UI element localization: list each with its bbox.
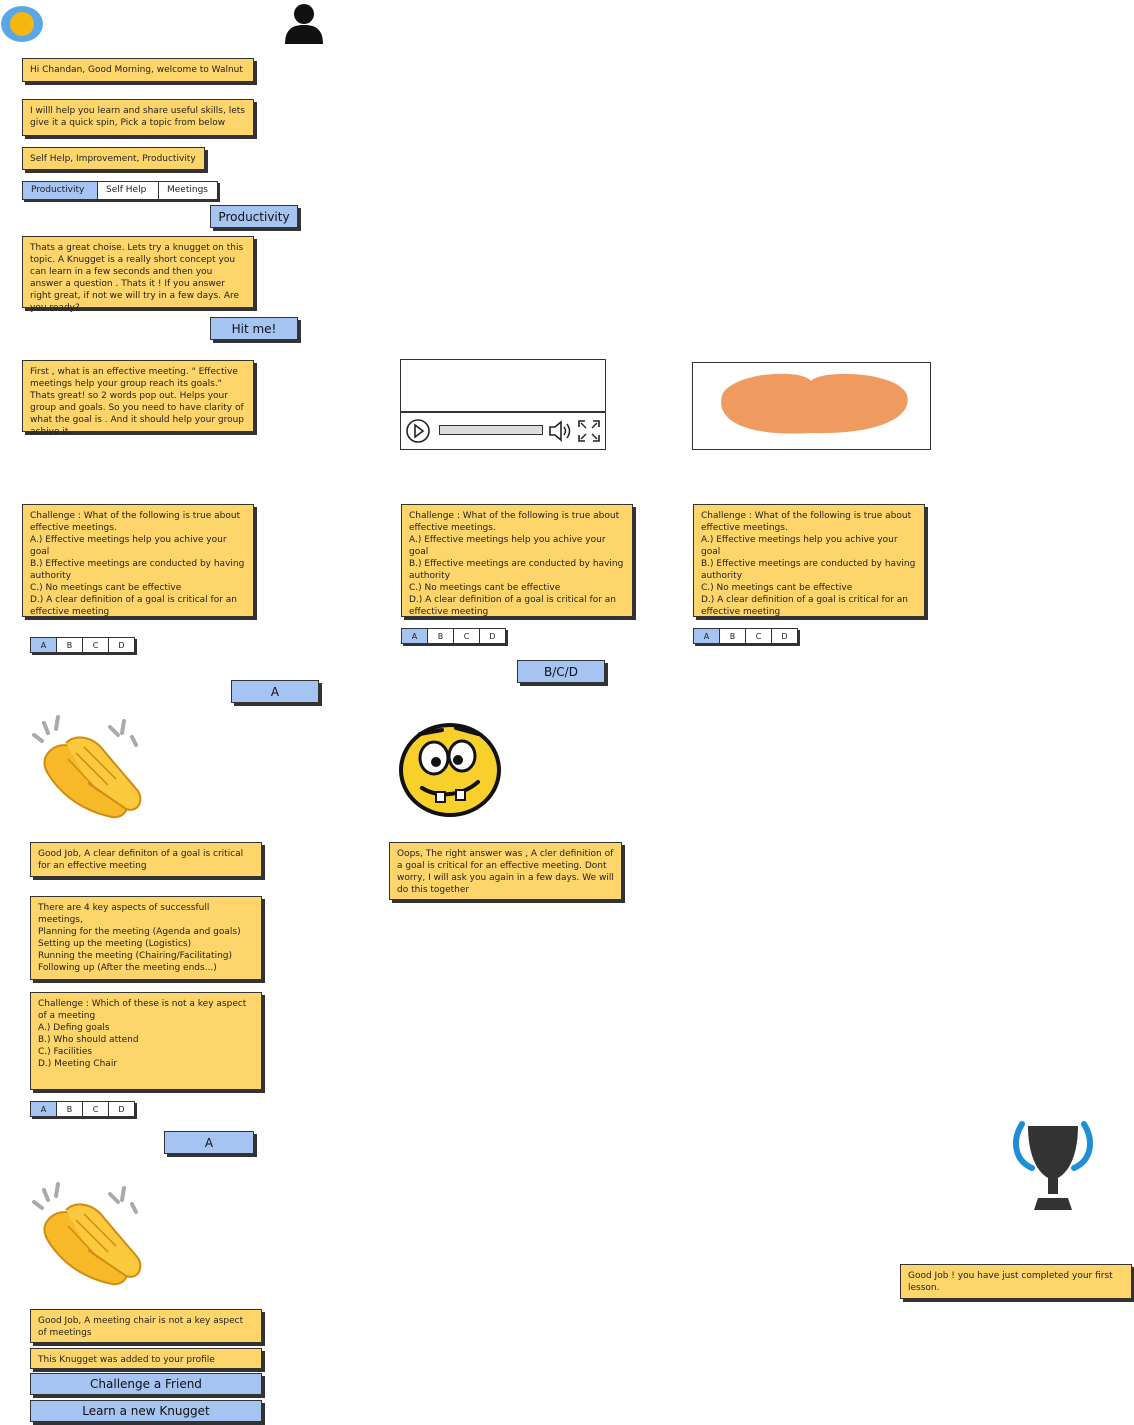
knugget-added-message: This Knugget was added to your profile [30, 1348, 262, 1369]
topic-tabs: Productivity Self Help Meetings [22, 181, 218, 200]
option-b[interactable]: B [720, 629, 746, 643]
user-icon[interactable] [284, 2, 324, 44]
option-d[interactable]: D [118, 1104, 125, 1114]
image-placeholder [692, 362, 931, 450]
option-a[interactable]: A [31, 638, 57, 652]
option-d[interactable]: D [118, 640, 125, 650]
learn-new-knugget-button[interactable]: Learn a new Knugget [30, 1400, 262, 1422]
user-answer-bcd[interactable]: B/C/D [517, 660, 605, 683]
bot-avatar-icon [0, 4, 44, 44]
answer-options: A B C D [30, 637, 135, 653]
option-d[interactable]: D [489, 631, 496, 641]
fullscreen-icon[interactable] [577, 419, 601, 443]
challenge1-message: Challenge : What of the following is tru… [693, 504, 925, 617]
tab-self-help[interactable]: Self Help [98, 182, 159, 199]
clapping-hands-icon [28, 713, 148, 823]
option-c[interactable]: C [746, 629, 772, 643]
option-b[interactable]: B [57, 1102, 83, 1116]
aspects-message: There are 4 key aspects of successfull m… [30, 896, 262, 980]
answer-options: A B C D [401, 628, 506, 644]
answer-options: A B C D [693, 628, 798, 644]
hit-me-button[interactable]: Hit me! [210, 317, 298, 340]
challenge-friend-button[interactable]: Challenge a Friend [30, 1373, 262, 1395]
topics-prompt: Self Help, Improvement, Productivity [22, 147, 205, 170]
challenge1-message: Challenge : What of the following is tru… [401, 504, 633, 617]
challenge1-message: Challenge : What of the following is tru… [22, 504, 254, 617]
option-c[interactable]: C [83, 638, 109, 652]
option-c[interactable]: C [83, 1102, 109, 1116]
knugget-intro-message: Thats a great choise. Lets try a knugget… [22, 236, 254, 313]
tab-productivity[interactable]: Productivity [23, 182, 98, 199]
play-icon[interactable] [405, 418, 431, 444]
concept-message: First , what is an effective meeting. " … [22, 360, 254, 437]
user-answer-a[interactable]: A [231, 680, 319, 703]
oops-message: Oops, The right answer was , A cler defi… [389, 842, 622, 900]
greeting-message: Hi Chandan, Good Morning, welcome to Wal… [22, 58, 254, 82]
user-answer-a-2[interactable]: A [164, 1131, 254, 1154]
option-a[interactable]: A [694, 629, 720, 643]
tab-meetings[interactable]: Meetings [167, 185, 208, 195]
option-d[interactable]: D [781, 631, 788, 641]
confused-face-icon [398, 722, 502, 818]
option-b[interactable]: B [428, 629, 454, 643]
option-c[interactable]: C [454, 629, 480, 643]
challenge2-message: Challenge : Which of these is not a key … [30, 992, 262, 1090]
option-a[interactable]: A [402, 629, 428, 643]
intro-message: I willl help you learn and share useful … [22, 99, 254, 136]
good-job-message-1: Good Job, A clear definiton of a goal is… [30, 842, 262, 877]
lesson-complete-message: Good Job ! you have just completed your … [900, 1264, 1132, 1299]
trophy-icon [1010, 1120, 1096, 1212]
clapping-hands-icon [28, 1180, 148, 1290]
good-job-message-2: Good Job, A meeting chair is not a key a… [30, 1309, 262, 1343]
option-b[interactable]: B [57, 638, 83, 652]
progress-track[interactable] [439, 425, 543, 435]
answer-options: A B C D [30, 1101, 135, 1117]
volume-icon[interactable] [547, 419, 575, 443]
option-a[interactable]: A [31, 1102, 57, 1116]
video-player-icon[interactable] [400, 359, 606, 450]
user-choice-productivity[interactable]: Productivity [210, 205, 298, 228]
